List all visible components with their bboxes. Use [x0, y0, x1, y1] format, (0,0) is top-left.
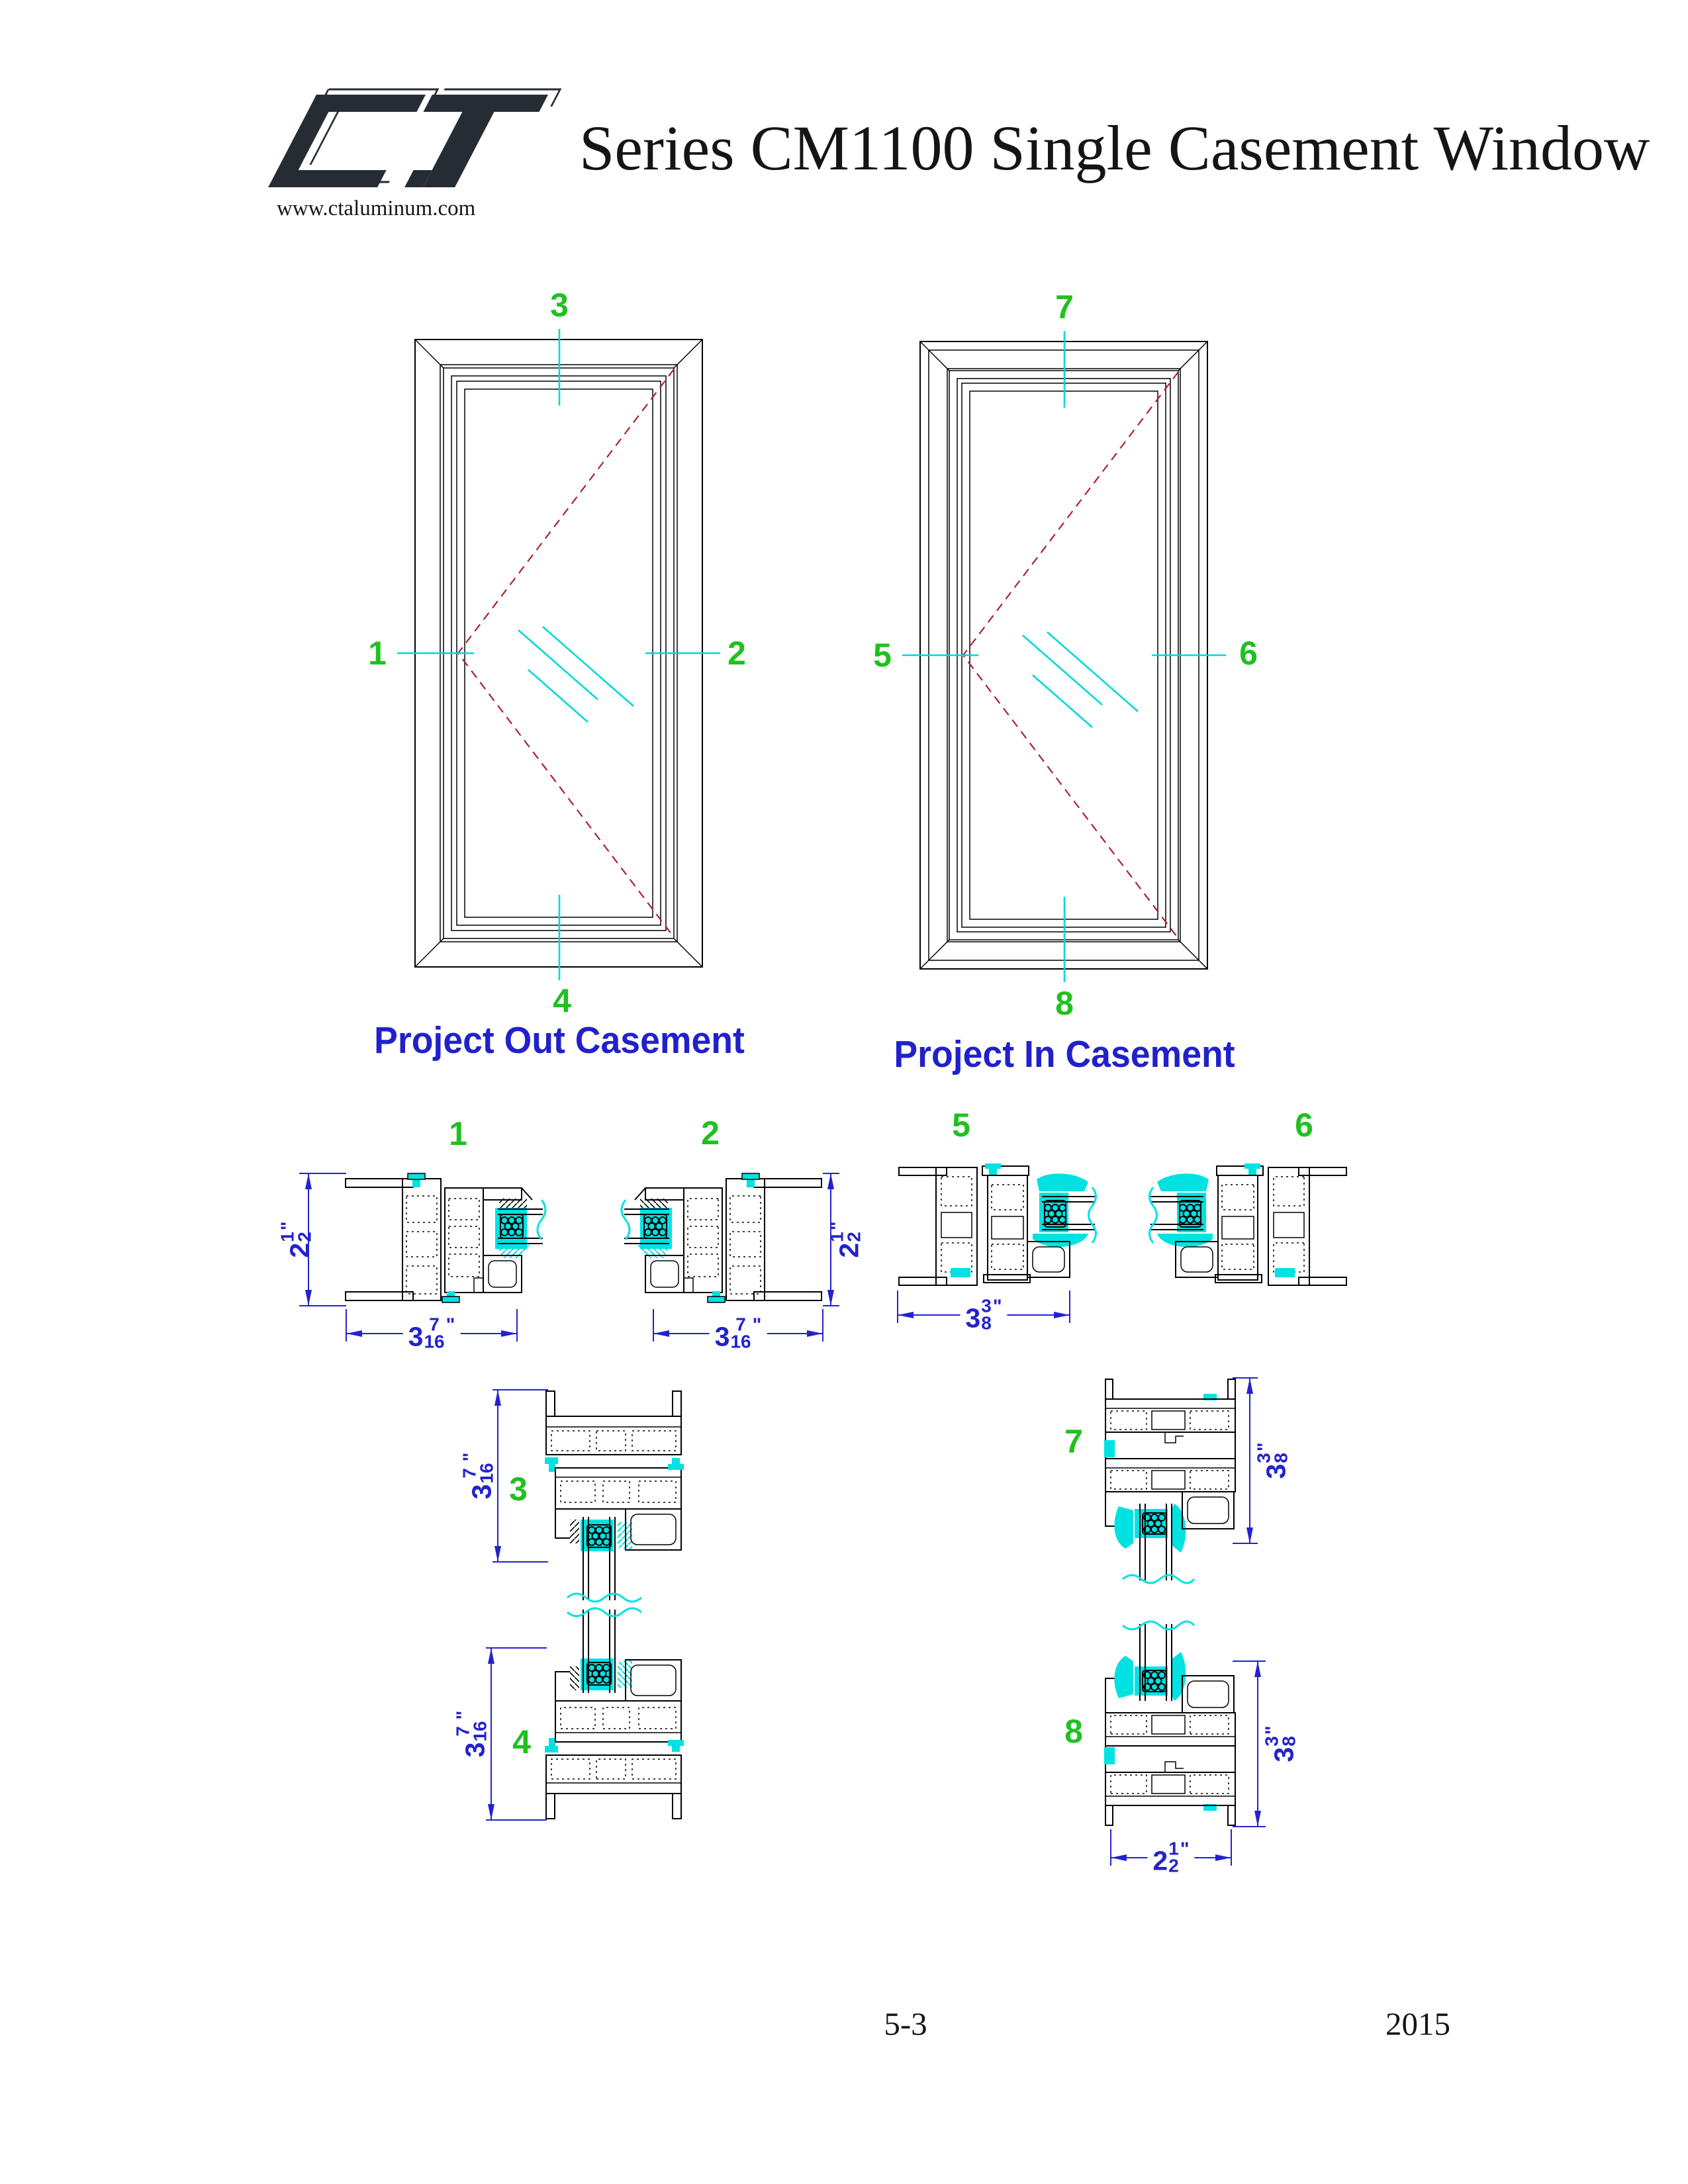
section-detail-1: [346, 1173, 545, 1302]
callout-7: 7: [1055, 289, 1074, 326]
section-number-6: 6: [1295, 1107, 1313, 1144]
callout-4: 4: [553, 982, 571, 1019]
footer-page-number: 5-3: [884, 2005, 927, 2042]
elevation-project-out: [397, 329, 720, 980]
section-number-4: 4: [512, 1723, 531, 1760]
callout-5: 5: [873, 637, 892, 674]
section-detail-8: [1104, 1621, 1235, 1825]
website-url: www.ctaluminum.com: [277, 197, 476, 220]
section-detail-5: [899, 1163, 1096, 1285]
footer-year: 2015: [1385, 2005, 1450, 2042]
callout-8: 8: [1055, 985, 1074, 1022]
callout-1: 1: [368, 635, 387, 672]
section-detail-7: [1104, 1379, 1235, 1583]
elevation-project-in: [902, 331, 1226, 982]
callout-6: 6: [1239, 635, 1258, 672]
section-number-2: 2: [701, 1115, 720, 1152]
section-number-5: 5: [952, 1107, 970, 1144]
section-number-3: 3: [509, 1471, 528, 1508]
label-project-in: Project In Casement: [894, 1033, 1235, 1075]
section-number-8: 8: [1064, 1713, 1083, 1750]
section-detail-6: [1150, 1163, 1347, 1285]
label-project-out: Project Out Casement: [374, 1019, 745, 1062]
section-number-1: 1: [449, 1115, 467, 1152]
section-number-7: 7: [1064, 1423, 1083, 1460]
callout-3: 3: [550, 287, 569, 324]
dimension-lines: [299, 1173, 1266, 1866]
glass-symbol: [518, 626, 634, 723]
page-title: Series CM1100 Single Casement Window: [579, 113, 1650, 183]
callout-2: 2: [727, 635, 746, 672]
glass-symbol: [1022, 631, 1139, 728]
section-detail-3: [545, 1391, 684, 1602]
section-detail-4: [545, 1608, 684, 1819]
ct-logo: [268, 88, 562, 187]
section-detail-2: [622, 1173, 821, 1302]
